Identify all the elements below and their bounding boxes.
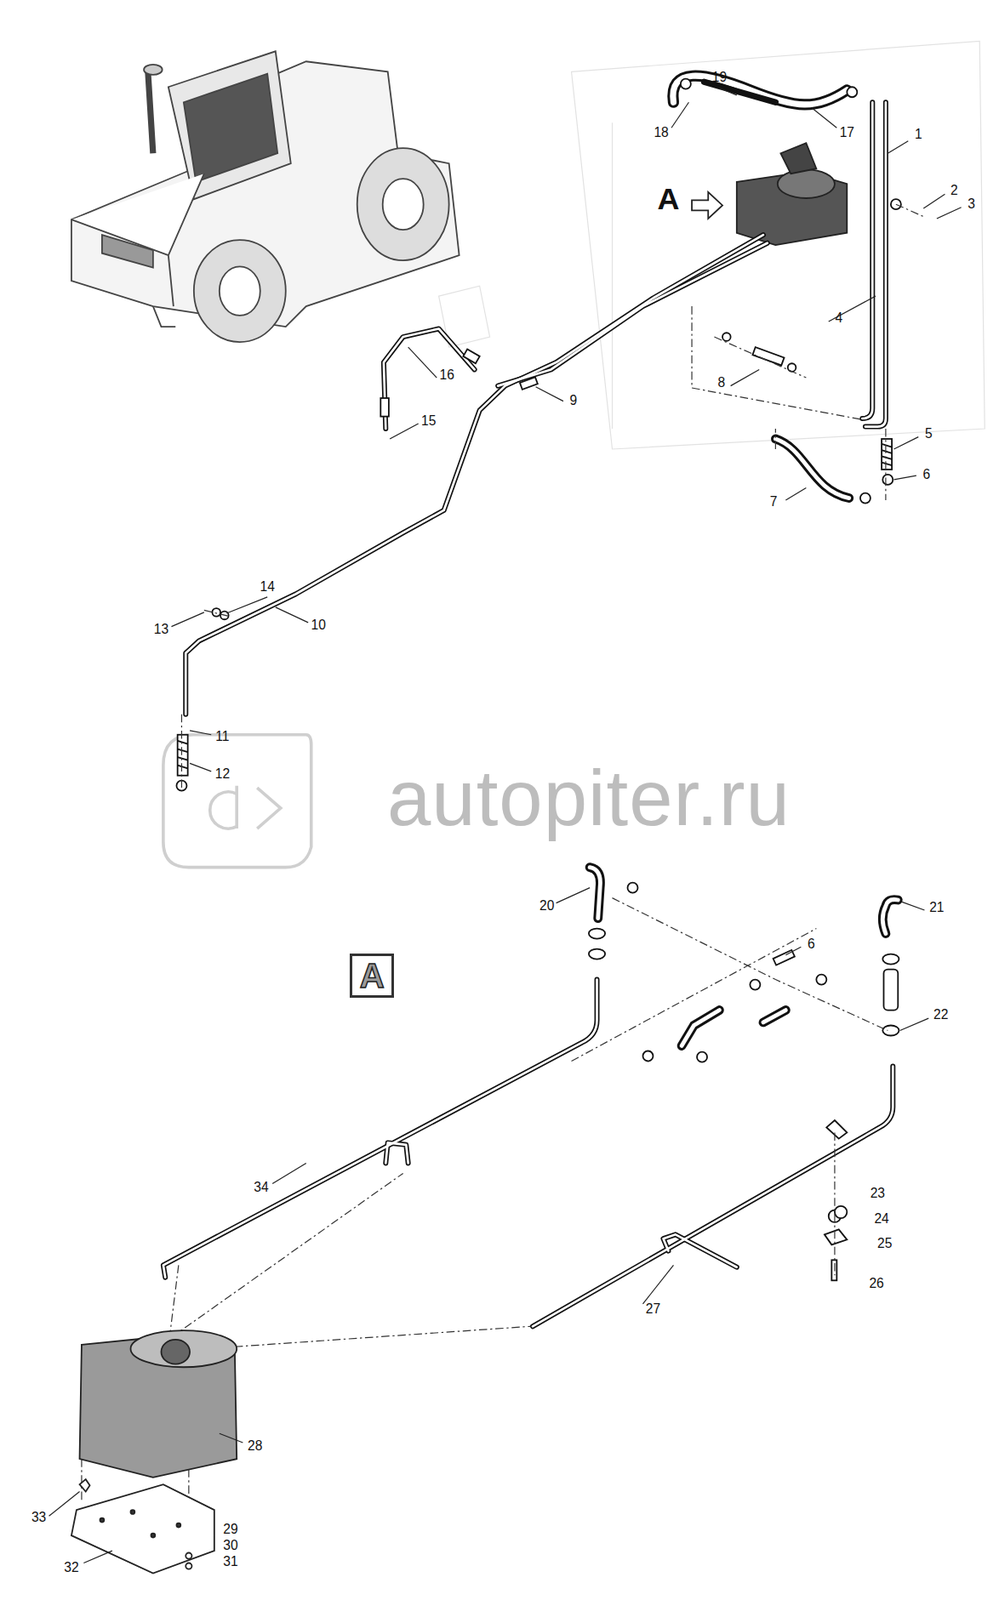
callout-number: 15 xyxy=(421,414,436,429)
callout-number: 9 xyxy=(570,393,578,408)
callout-number: 27 xyxy=(645,1302,661,1317)
callout-number: 19 xyxy=(712,70,727,85)
callout-number: 20 xyxy=(539,899,554,914)
callout-number: 16 xyxy=(439,369,455,383)
callout-number: 18 xyxy=(653,125,668,140)
view-marker: A xyxy=(656,183,680,215)
callout-number: 23 xyxy=(870,1187,885,1201)
callout-number: 4 xyxy=(834,311,843,326)
callout-number: 7 xyxy=(770,495,778,509)
callout-number: 34 xyxy=(253,1181,269,1195)
callout-number: 2 xyxy=(950,183,959,198)
callout-number: 24 xyxy=(873,1212,889,1227)
callout-number: 3 xyxy=(967,197,976,212)
callout-number: 22 xyxy=(933,1008,948,1022)
callout-number: 30 xyxy=(222,1539,238,1553)
callout-number: 32 xyxy=(63,1561,79,1576)
callout-number: 13 xyxy=(154,622,169,637)
callout-number: 26 xyxy=(868,1277,884,1291)
callout-number: 5 xyxy=(924,427,933,441)
callout-number: 6 xyxy=(807,938,816,953)
callout-number: 33 xyxy=(31,1512,46,1526)
callout-number: 1 xyxy=(914,127,923,142)
callout-number: 21 xyxy=(929,901,944,915)
callout-number: 8 xyxy=(717,376,725,390)
view-letter: A xyxy=(359,959,385,994)
callout-number: 17 xyxy=(839,125,855,140)
view-box: A xyxy=(349,953,394,999)
callout-number: 10 xyxy=(310,618,326,633)
callout-number: 11 xyxy=(215,730,229,744)
callout-number: 14 xyxy=(260,580,275,594)
callout-number: 12 xyxy=(215,767,230,782)
callout-number: 25 xyxy=(877,1237,892,1251)
callout-number: 28 xyxy=(247,1440,263,1455)
callout-number: 6 xyxy=(923,468,931,482)
callout-number: 31 xyxy=(222,1555,238,1570)
callout-number: 29 xyxy=(222,1523,238,1537)
watermark: autopiter.ru xyxy=(387,759,791,838)
